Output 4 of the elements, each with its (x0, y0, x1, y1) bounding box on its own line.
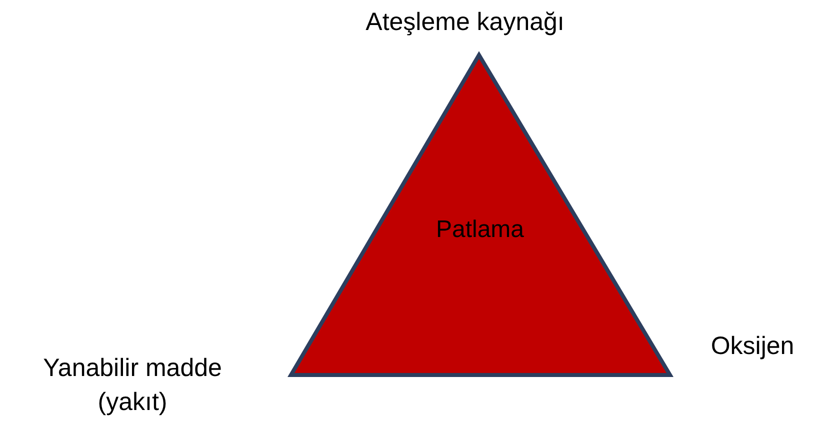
corner-label: Oksijen (710, 331, 796, 362)
corner-label: Ateşleme kaynağı (364, 7, 566, 38)
corner-label: Yanabilir madde (yakıt) (42, 353, 223, 418)
node-label: Patlama (434, 216, 526, 244)
